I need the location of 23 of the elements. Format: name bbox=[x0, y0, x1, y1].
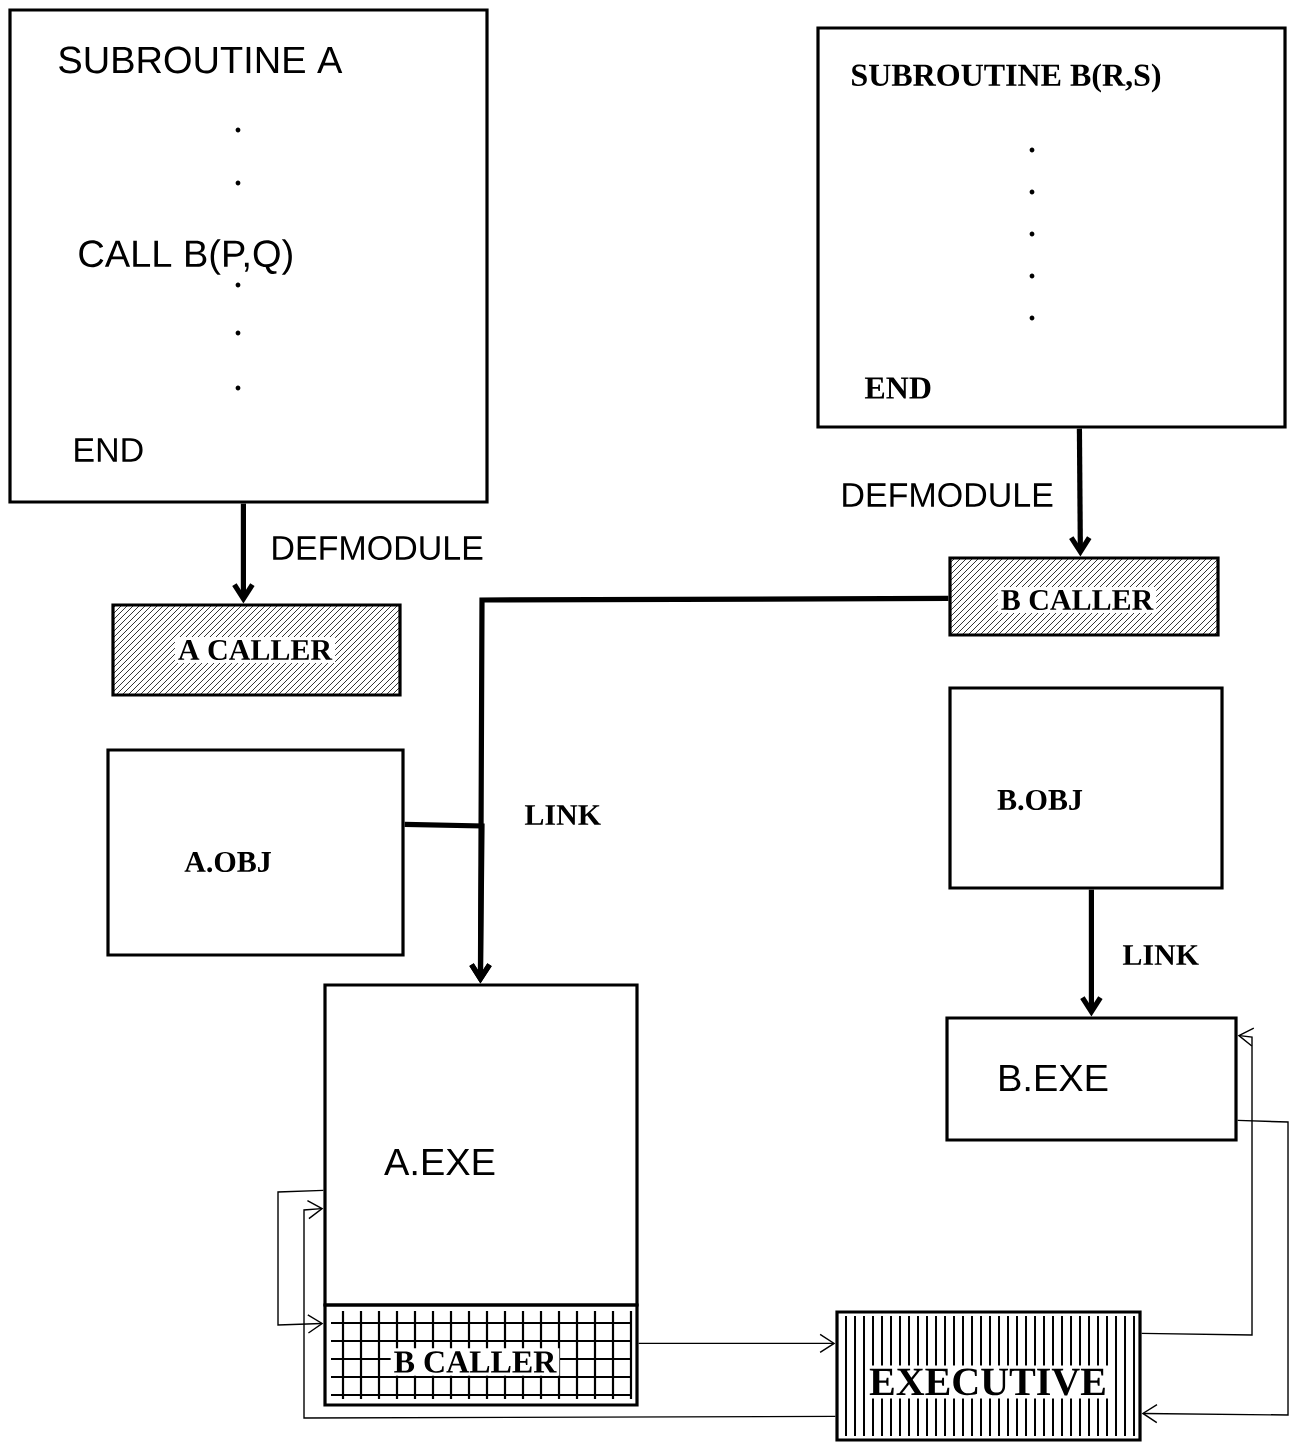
edge-label: DEFMODULE bbox=[838, 480, 1056, 510]
arrow bbox=[1080, 889, 1103, 1017]
file-box: B.EXE bbox=[945, 1016, 1238, 1142]
arrow bbox=[277, 1189, 325, 1334]
arrow bbox=[404, 821, 492, 984]
file-box: B.OBJ bbox=[948, 686, 1224, 890]
edge-label: LINK bbox=[522, 803, 604, 827]
code-box: SUBROUTINE A CALL B(P,Q) END bbox=[8, 8, 489, 504]
arrow bbox=[1069, 428, 1092, 557]
striped-box: EXECUTIVE bbox=[835, 1310, 1142, 1442]
hatched-box: A CALLER bbox=[111, 603, 402, 697]
arrow bbox=[303, 1200, 837, 1419]
code-box: SUBROUTINE B(R,S) END bbox=[816, 26, 1287, 429]
edge-label: LINK bbox=[1120, 943, 1202, 967]
file-box: A.EXE bbox=[323, 983, 639, 1307]
hatched-box: B CALLER bbox=[948, 556, 1220, 637]
edge-label: DEFMODULE bbox=[268, 534, 486, 563]
grid-box: B CALLER bbox=[323, 1303, 639, 1407]
arrow bbox=[232, 503, 255, 604]
arrow bbox=[637, 1333, 836, 1354]
arrow bbox=[1141, 1119, 1289, 1424]
arrow bbox=[1140, 1027, 1255, 1336]
file-box: A.OBJ bbox=[106, 748, 405, 957]
